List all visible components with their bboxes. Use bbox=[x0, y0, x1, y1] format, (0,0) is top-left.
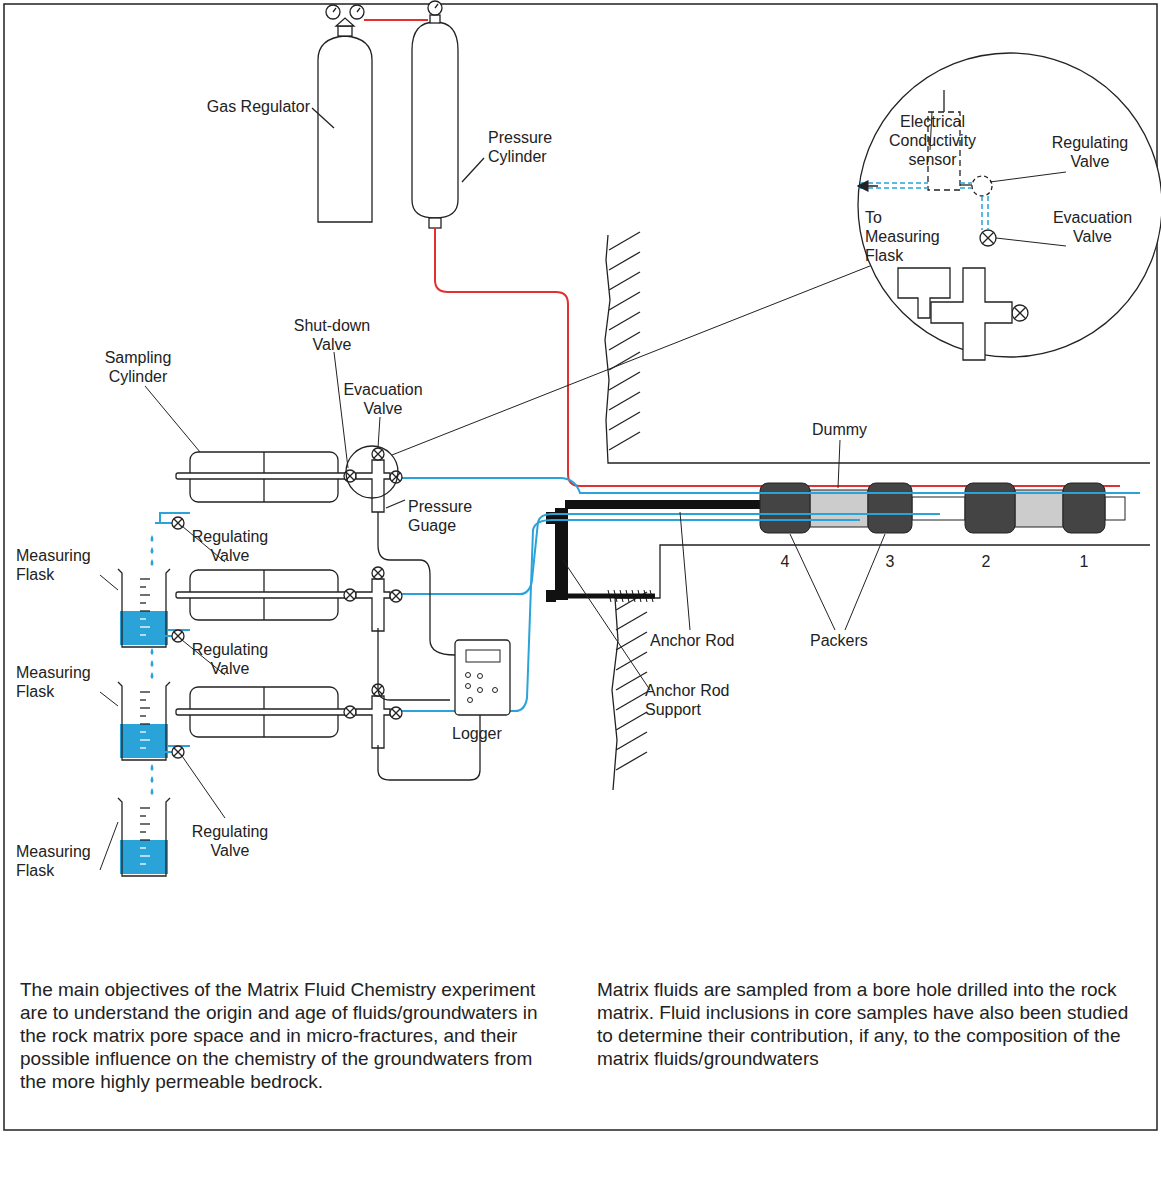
leader-line bbox=[100, 692, 118, 706]
part-label: Gas Regulator bbox=[200, 97, 310, 116]
rock-hatch bbox=[609, 392, 640, 410]
drop bbox=[151, 547, 154, 554]
part-label: Packers bbox=[810, 631, 890, 650]
valve bbox=[390, 590, 402, 602]
drop bbox=[151, 660, 154, 667]
leader-line bbox=[182, 756, 225, 818]
rock-hatch bbox=[616, 652, 647, 670]
rock-hatch bbox=[609, 312, 640, 330]
measuring-flask bbox=[118, 569, 170, 647]
measuring-flask bbox=[118, 798, 170, 876]
leader-line bbox=[100, 822, 118, 870]
rock-hatch bbox=[609, 412, 640, 430]
leader-line bbox=[680, 512, 690, 630]
leader-line bbox=[378, 417, 380, 448]
bolt-thread bbox=[638, 590, 641, 602]
cylinder-rod bbox=[176, 473, 352, 479]
interval-number: 2 bbox=[976, 552, 996, 571]
part-label: Pressure Guage bbox=[408, 497, 483, 535]
leader-line bbox=[838, 440, 840, 488]
drop bbox=[151, 672, 154, 679]
rock-hatch bbox=[616, 732, 647, 750]
regulating-valve bbox=[172, 517, 184, 529]
part-label: Anchor Rod Support bbox=[645, 681, 745, 719]
rock-hatch bbox=[609, 292, 640, 310]
rock-hatch bbox=[609, 332, 640, 350]
bolt-thread bbox=[620, 590, 623, 602]
drop bbox=[151, 764, 154, 771]
shutdown-valve bbox=[344, 589, 356, 601]
part-label: Pressure Cylinder bbox=[488, 128, 568, 166]
rock-hatch bbox=[616, 632, 647, 650]
part-label: Measuring Flask bbox=[16, 663, 100, 701]
leader-line bbox=[334, 352, 348, 468]
tee-fitting bbox=[356, 696, 390, 748]
evacuation-valve bbox=[372, 567, 384, 579]
description-text: The main objectives of the Matrix Fluid … bbox=[20, 978, 540, 1093]
flask-water bbox=[120, 840, 168, 874]
part-label: Measuring Flask bbox=[16, 546, 100, 584]
rock-hatch bbox=[616, 692, 647, 710]
tee-fitting bbox=[356, 579, 390, 631]
drop bbox=[151, 776, 154, 783]
flask-water bbox=[120, 611, 168, 645]
part-label: Regulating Valve bbox=[1050, 133, 1130, 171]
drop bbox=[151, 559, 154, 566]
part-label: Sampling Cylinder bbox=[98, 348, 178, 386]
interval-number: 1 bbox=[1074, 552, 1094, 571]
cylinder-rod bbox=[176, 592, 352, 598]
bolt-thread bbox=[608, 590, 611, 602]
part-label: Anchor Rod bbox=[650, 631, 760, 650]
rock-hatch bbox=[609, 252, 640, 270]
part-label: To Measuring Flask bbox=[865, 208, 950, 265]
part-label: Regulating Valve bbox=[190, 527, 270, 565]
part-label: Evacuation Valve bbox=[338, 380, 428, 418]
cylinder-rod bbox=[176, 709, 352, 715]
description-text: Matrix fluids are sampled from a bore ho… bbox=[597, 978, 1142, 1070]
rock-hatch bbox=[616, 712, 647, 730]
rock-hatch bbox=[616, 752, 647, 770]
interval-number: 4 bbox=[775, 552, 795, 571]
part-label: Measuring Flask bbox=[16, 842, 100, 880]
valve bbox=[390, 707, 402, 719]
leader-line bbox=[996, 238, 1066, 246]
drop bbox=[151, 788, 154, 795]
part-label: Dummy bbox=[812, 420, 872, 439]
leader-line bbox=[790, 534, 835, 630]
shutdown-valve bbox=[344, 706, 356, 718]
bolt-thread bbox=[632, 590, 635, 602]
part-label: Logger bbox=[452, 724, 522, 743]
tee-fitting bbox=[356, 460, 390, 512]
leader-line bbox=[563, 560, 650, 690]
leader-line bbox=[145, 386, 200, 452]
rock-hatch bbox=[616, 672, 647, 690]
bolt-thread bbox=[614, 590, 617, 602]
drop bbox=[151, 648, 154, 655]
rock-hatch bbox=[609, 432, 640, 450]
leader-line bbox=[990, 172, 1066, 182]
rock-hatch bbox=[609, 372, 640, 390]
part-label: Shut-down Valve bbox=[292, 316, 372, 354]
part-label: Regulating Valve bbox=[190, 822, 270, 860]
leader-line bbox=[100, 575, 118, 590]
rock-hatch bbox=[609, 272, 640, 290]
part-label: Electrical Conductivity sensor bbox=[880, 112, 985, 169]
rock-hatch bbox=[609, 232, 640, 250]
bolt-thread bbox=[650, 590, 653, 602]
measuring-flask bbox=[118, 682, 170, 760]
drop bbox=[151, 535, 154, 542]
evacuation-valve bbox=[372, 448, 384, 460]
leader-line bbox=[845, 534, 885, 630]
part-label: Regulating Valve bbox=[190, 640, 270, 678]
rock-hatch bbox=[616, 612, 647, 630]
part-label: Evacuation Valve bbox=[1050, 208, 1135, 246]
bolt-thread bbox=[626, 590, 629, 602]
interval-number: 3 bbox=[880, 552, 900, 571]
bolt-thread bbox=[644, 590, 647, 602]
